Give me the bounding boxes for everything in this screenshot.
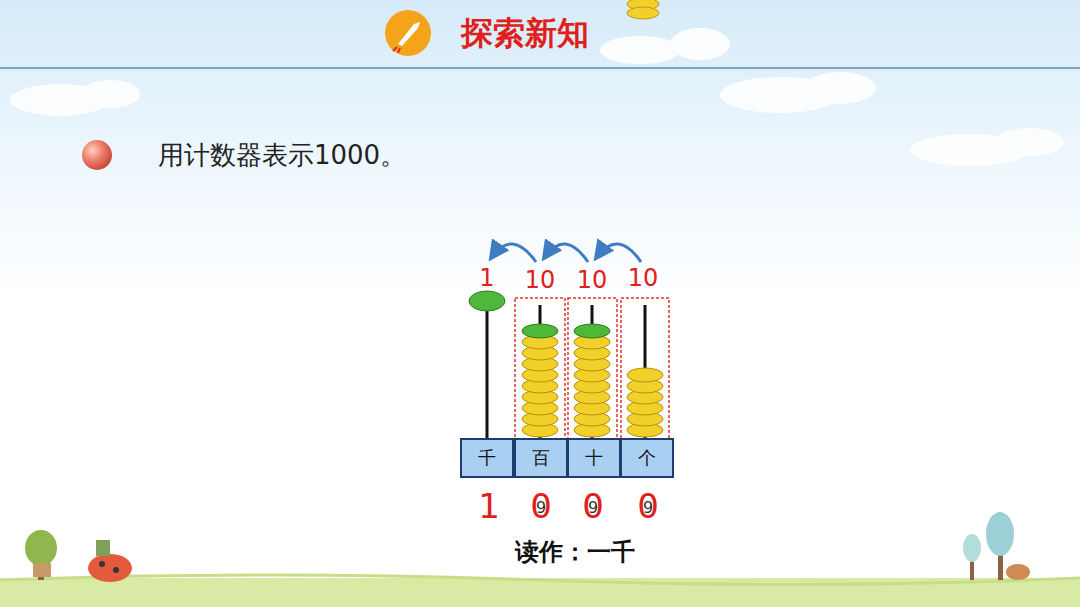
- place-name: 个: [638, 449, 656, 467]
- abacus-bead: [627, 368, 663, 382]
- digit: 0: [530, 489, 552, 523]
- place-value-box: 千: [460, 438, 514, 478]
- section-title: 探索新知: [461, 17, 589, 49]
- abacus-bead: [574, 324, 610, 338]
- place-value-box: 十: [567, 438, 621, 478]
- digit: 0: [637, 489, 659, 523]
- place-value-box: 百: [514, 438, 568, 478]
- carry-number: 10: [577, 268, 608, 292]
- place-name: 百: [532, 449, 550, 467]
- carry-number: 10: [525, 268, 556, 292]
- place-value-box: 个: [620, 438, 674, 478]
- place-name: 十: [585, 449, 603, 467]
- reading-text: 读作：一千: [515, 540, 635, 564]
- digit: 0: [582, 489, 604, 523]
- carry-number: 10: [628, 266, 659, 290]
- carry-number: 1: [479, 266, 494, 290]
- instruction-text: 用计数器表示1000。: [158, 142, 406, 168]
- place-name: 千: [478, 449, 496, 467]
- digit: 1: [478, 489, 500, 523]
- abacus-bead: [522, 324, 558, 338]
